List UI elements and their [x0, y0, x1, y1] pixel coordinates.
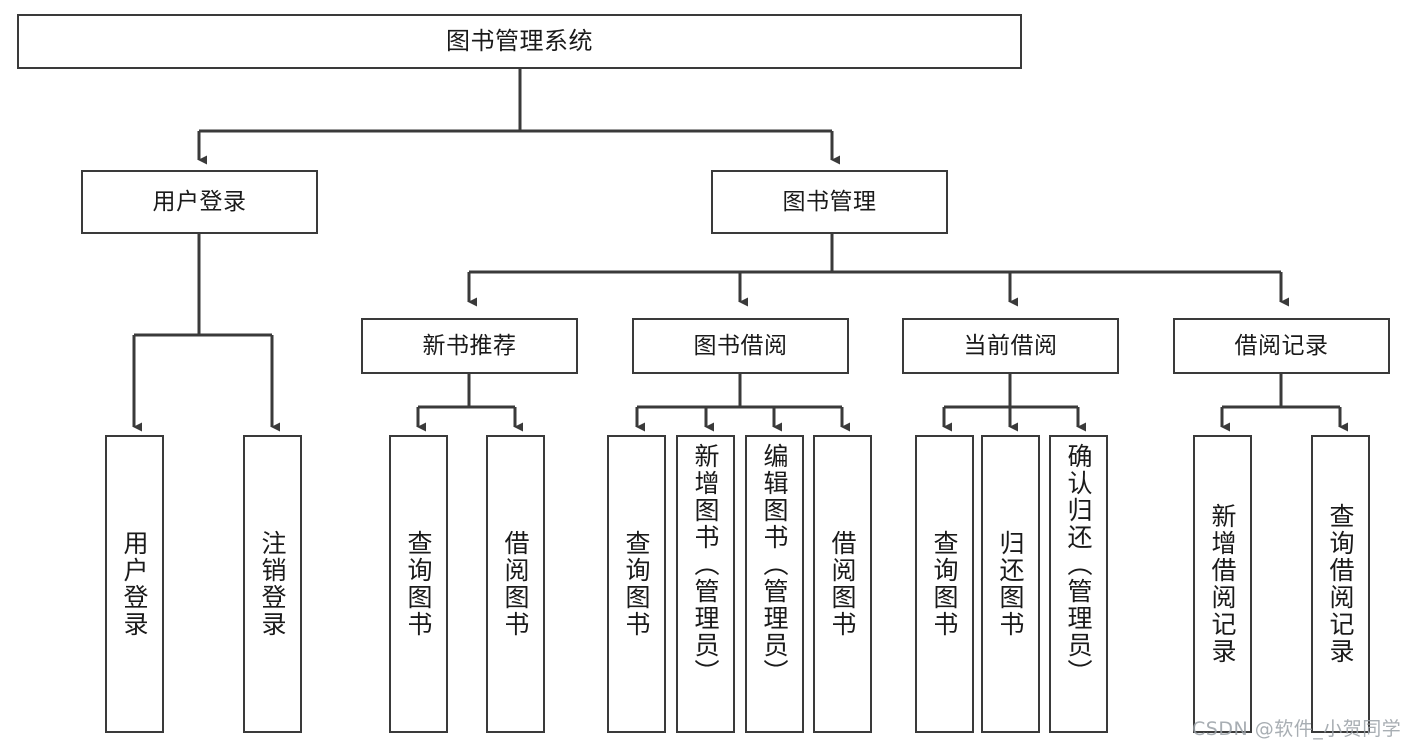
node-leaf-query-borrow-record[interactable]: 查询借阅记录 — [1311, 435, 1370, 733]
node-label: 查询图书 — [622, 530, 651, 638]
node-book-borrowing[interactable]: 图书借阅 — [632, 318, 849, 374]
node-label: 用户登录 — [120, 530, 149, 638]
node-label: 新增借阅记录 — [1208, 503, 1237, 665]
node-label: 借阅图书 — [828, 530, 857, 638]
node-leaf-edit-book-admin[interactable]: 编辑图书（管理员） — [745, 435, 804, 733]
node-label: 新增图书（管理员） — [691, 443, 720, 686]
node-label: 借阅图书 — [501, 530, 530, 638]
node-label: 借阅记录 — [1234, 332, 1329, 359]
node-leaf-query-book-new[interactable]: 查询图书 — [389, 435, 448, 733]
node-leaf-return-book[interactable]: 归还图书 — [981, 435, 1040, 733]
watermark-text: CSDN @软件_小贺同学 — [1192, 718, 1402, 740]
node-label: 归还图书 — [996, 530, 1025, 638]
node-book-management[interactable]: 图书管理 — [711, 170, 948, 234]
node-leaf-logout[interactable]: 注销登录 — [243, 435, 302, 733]
node-label: 图书借阅 — [693, 332, 788, 359]
node-root-book-management-system[interactable]: 图书管理系统 — [17, 14, 1022, 69]
node-label: 查询借阅记录 — [1326, 503, 1355, 665]
node-leaf-borrow-book-new[interactable]: 借阅图书 — [486, 435, 545, 733]
node-leaf-add-book-admin[interactable]: 新增图书（管理员） — [676, 435, 735, 733]
node-borrowing-records[interactable]: 借阅记录 — [1173, 318, 1390, 374]
node-label: 新书推荐 — [422, 332, 517, 359]
node-new-book-recommendation[interactable]: 新书推荐 — [361, 318, 578, 374]
node-leaf-user-login[interactable]: 用户登录 — [105, 435, 164, 733]
node-current-borrowing[interactable]: 当前借阅 — [902, 318, 1119, 374]
node-label: 查询图书 — [930, 530, 959, 638]
node-label: 注销登录 — [258, 530, 287, 638]
node-leaf-borrow-book[interactable]: 借阅图书 — [813, 435, 872, 733]
node-user-login[interactable]: 用户登录 — [81, 170, 318, 234]
node-label: 查询图书 — [404, 530, 433, 638]
node-leaf-query-book-current[interactable]: 查询图书 — [915, 435, 974, 733]
node-leaf-confirm-return-admin[interactable]: 确认归还（管理员） — [1049, 435, 1108, 733]
node-label: 当前借阅 — [963, 332, 1058, 359]
node-leaf-add-borrow-record[interactable]: 新增借阅记录 — [1193, 435, 1252, 733]
node-label: 图书管理 — [782, 188, 877, 215]
node-label: 用户登录 — [152, 188, 247, 215]
node-label: 确认归还（管理员） — [1064, 443, 1093, 686]
node-label: 图书管理系统 — [446, 26, 593, 55]
node-leaf-query-book-borrow[interactable]: 查询图书 — [607, 435, 666, 733]
node-label: 编辑图书（管理员） — [760, 443, 789, 686]
